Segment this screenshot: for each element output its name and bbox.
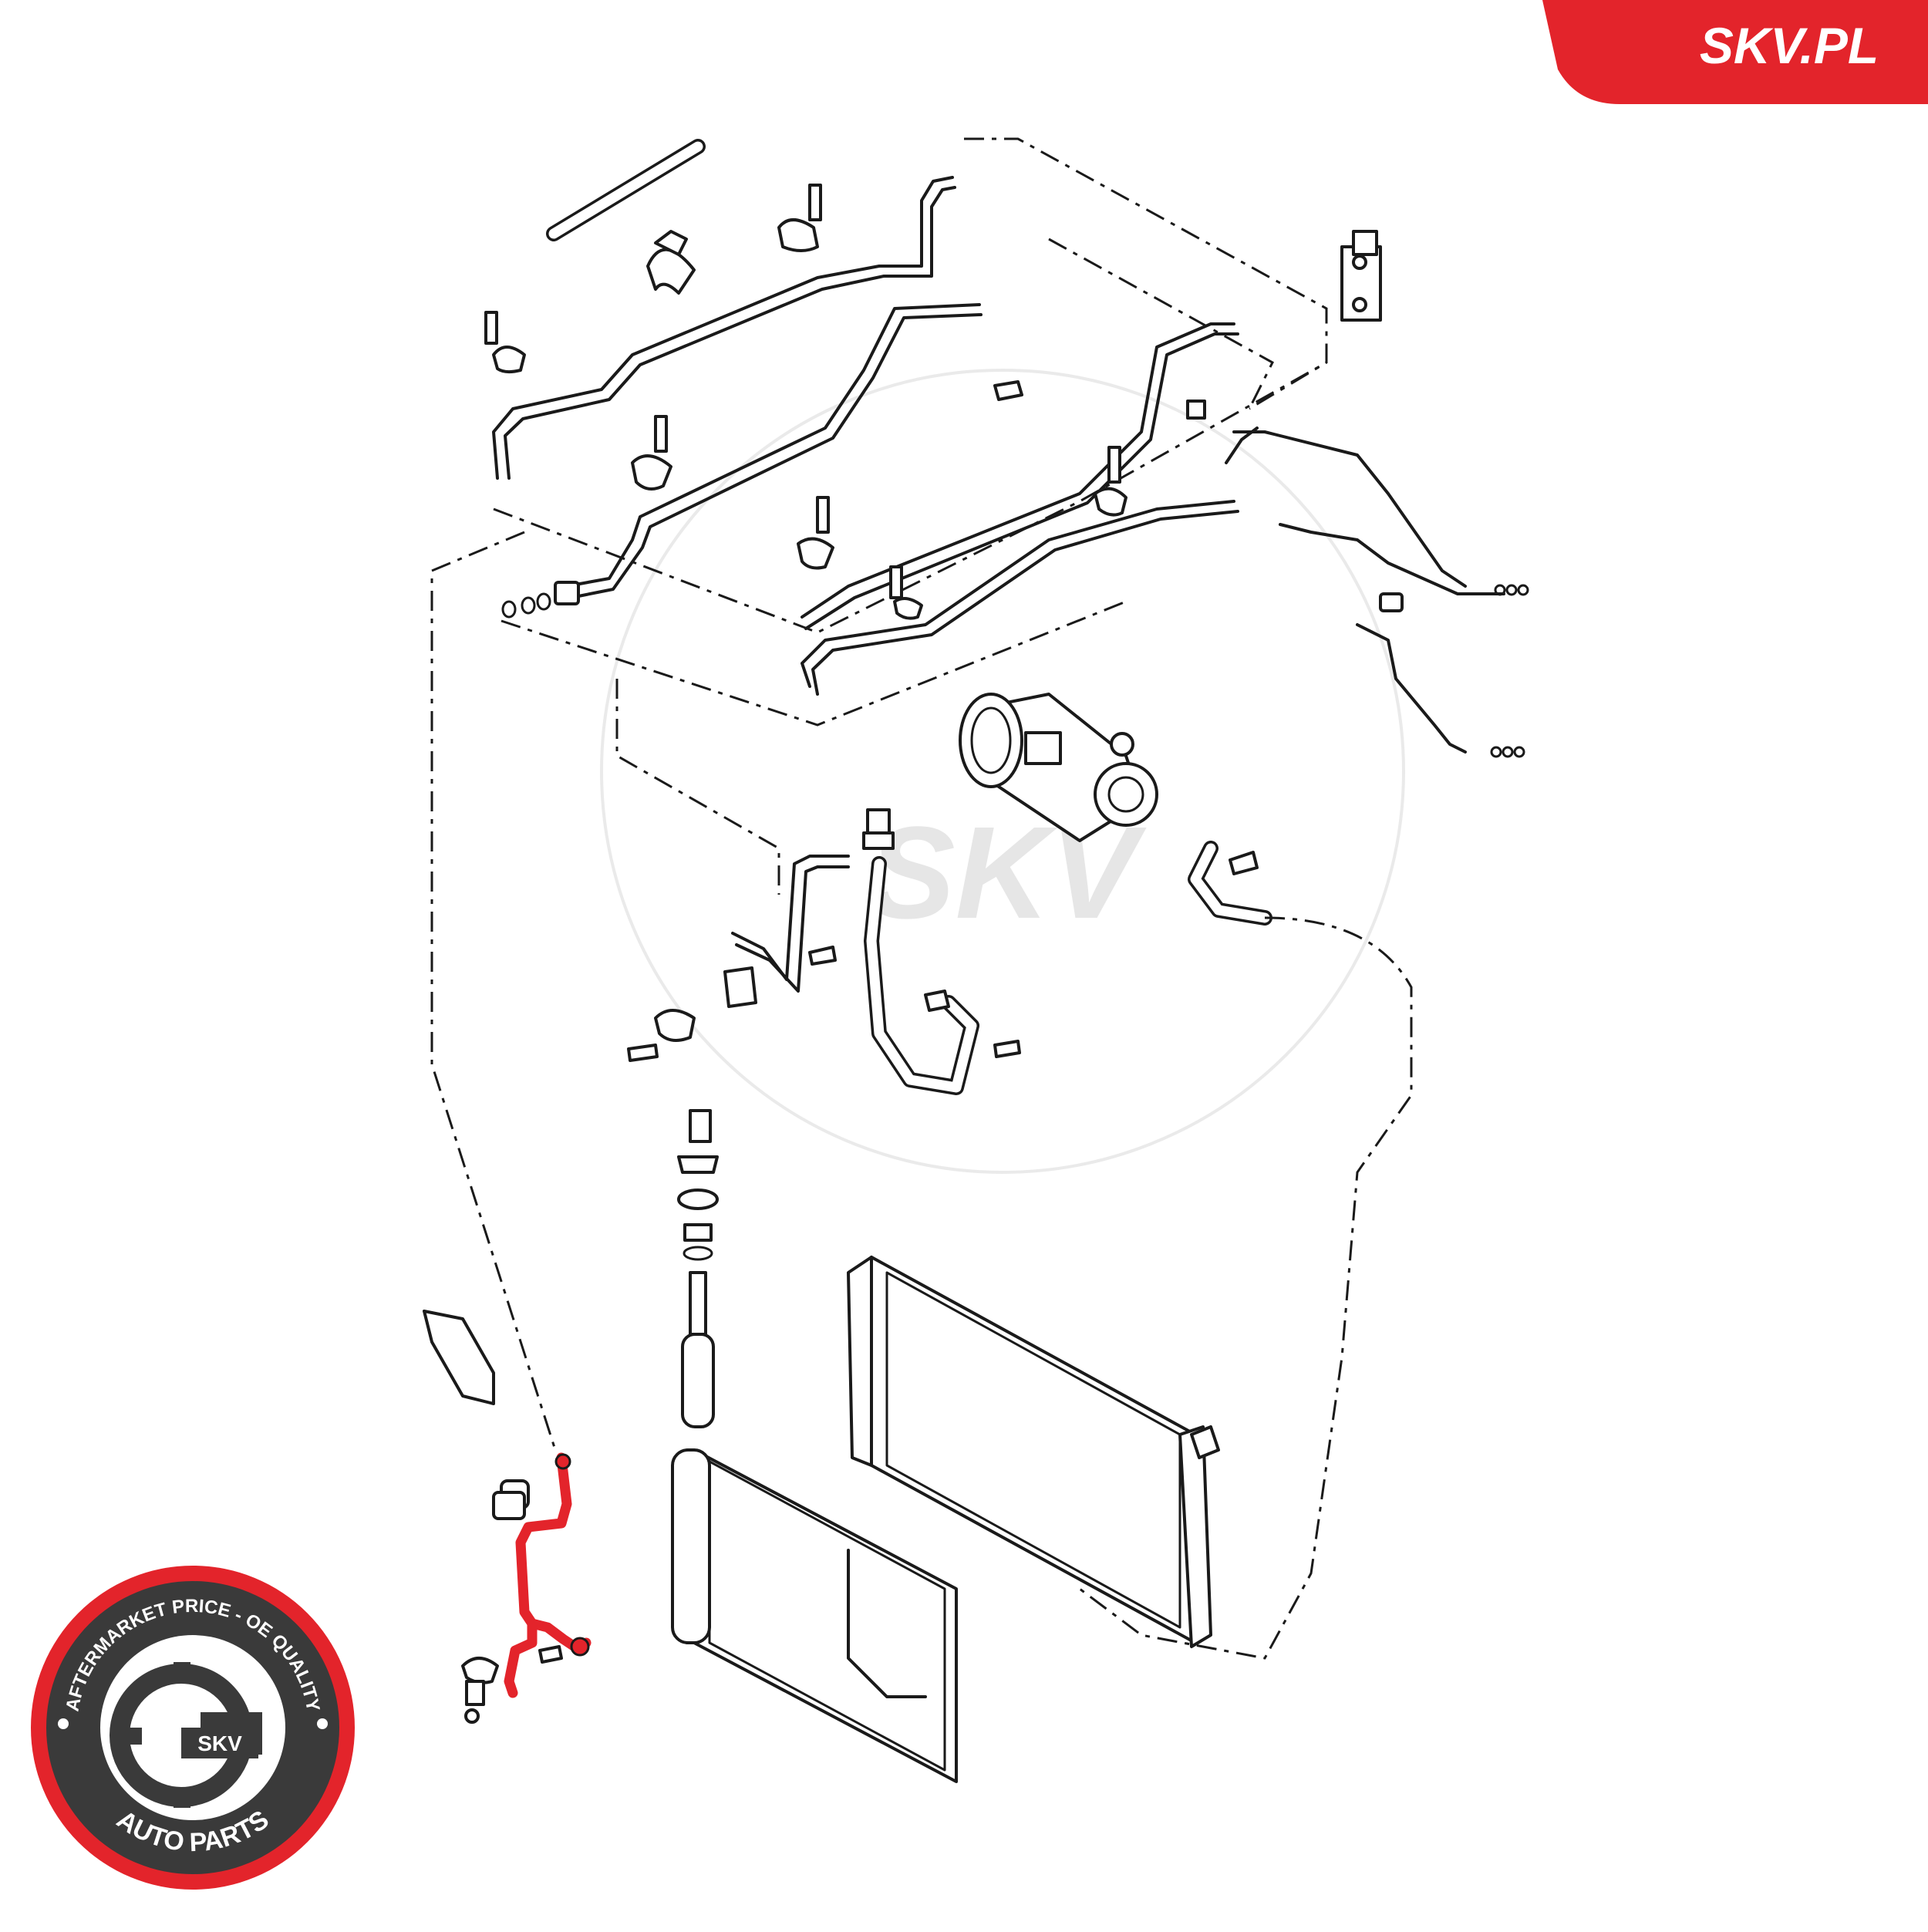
reference-line-middle-box xyxy=(1048,238,1274,410)
middle-pipe-assembly xyxy=(627,808,1021,1095)
o-ring-set-left xyxy=(501,581,580,619)
o-ring-set-right xyxy=(1490,584,1529,758)
pipe-line-2 xyxy=(565,303,981,588)
bracket-clip-7 xyxy=(889,565,923,620)
pipe-branch-right-3 xyxy=(1279,523,1505,595)
reference-line-left-drop xyxy=(430,531,557,1451)
bracket-clip-4 xyxy=(631,415,672,491)
bolt-cluster-upper xyxy=(993,380,1404,612)
seal-badge-text: SKV xyxy=(197,1731,242,1755)
brand-tab[interactable]: SKV.PL xyxy=(1542,0,1928,104)
expansion-valve xyxy=(1340,230,1382,322)
seal-dot-left xyxy=(58,1718,69,1729)
highlighted-pipe-end xyxy=(554,1453,571,1470)
pipe-branch-right-2 xyxy=(1225,427,1259,464)
pressure-switch xyxy=(862,808,895,850)
suction-hose xyxy=(1079,841,1413,1660)
condenser xyxy=(423,1310,958,1783)
pipe-line-3 xyxy=(801,322,1235,619)
protective-sleeve xyxy=(546,139,706,241)
pipe-branch-right-1 xyxy=(1232,430,1467,588)
compressor xyxy=(959,693,1158,842)
pipe-line-1 xyxy=(492,176,954,480)
upper-pipe-assembly xyxy=(430,137,1529,1451)
watermark-gear-outline xyxy=(600,369,1405,1174)
receiver-drier xyxy=(677,1109,719,1428)
reference-line-upper-box xyxy=(493,361,1327,634)
brand-tab-shape xyxy=(1542,0,1928,104)
pipe-line-2-outer xyxy=(569,313,983,599)
pipe-line-1-outer xyxy=(504,186,956,480)
lower-left-fasteners xyxy=(461,1491,563,1724)
mounting-bracket-left xyxy=(423,1310,530,1509)
pipe-line-4-outer xyxy=(811,510,1239,696)
reference-line-top xyxy=(964,137,1328,410)
liquid-line-bend xyxy=(731,855,850,981)
bracket-clip-6 xyxy=(1094,446,1127,517)
pipe-branch-right-4 xyxy=(1356,623,1467,754)
bracket-clip-1 xyxy=(646,230,696,295)
reference-line-compressor xyxy=(615,679,780,895)
pipe-line-3-outer xyxy=(804,332,1239,630)
liquid-line-bend-outer xyxy=(735,865,850,993)
reference-line-lower-box xyxy=(501,600,1127,727)
highlighted-pipe-fitting xyxy=(570,1637,590,1657)
seal-badge xyxy=(181,1728,258,1758)
radiator xyxy=(847,1256,1220,1648)
skv-seal: AFTERMARKET PRICE - OE QUALITY AUTO PART… xyxy=(31,1566,355,1890)
bracket-clip-2 xyxy=(777,184,822,252)
bracket-mid-1 xyxy=(627,966,757,1062)
brand-logo-text: SKV.PL xyxy=(1700,17,1879,74)
highlighted-ac-pipe xyxy=(504,1452,592,1698)
bracket-clip-3 xyxy=(484,311,526,374)
highlighted-pipe-main xyxy=(504,1452,572,1698)
bracket-clip-5 xyxy=(797,496,834,570)
bolt-mid-cluster xyxy=(808,946,1021,1058)
seal-dot-right xyxy=(317,1718,328,1729)
pipe-line-4 xyxy=(801,500,1235,688)
